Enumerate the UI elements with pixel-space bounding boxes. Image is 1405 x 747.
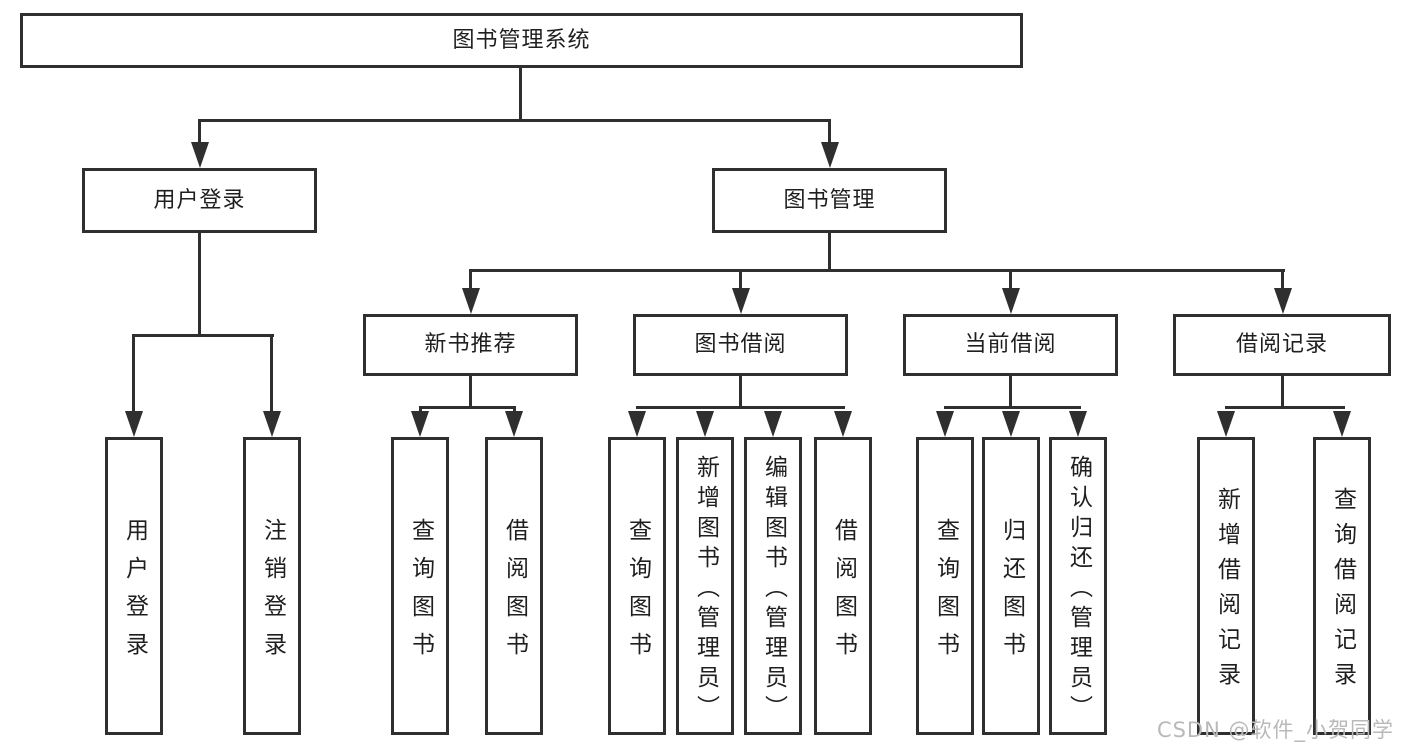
arrow-down-icon — [191, 142, 209, 168]
connector-line — [739, 376, 742, 409]
connector-line — [419, 406, 516, 409]
leaf-return-books: 归还图书 — [982, 437, 1040, 735]
leaf-edit-books-admin: 编辑图书（管理员） — [744, 437, 802, 735]
leaf-query-books-recommend: 查询图书 — [391, 437, 449, 735]
arrow-down-icon — [462, 288, 480, 314]
connector-line — [198, 233, 201, 337]
connector-line — [419, 406, 422, 413]
arrow-down-icon — [732, 288, 750, 314]
connector-line — [828, 119, 831, 142]
connector-line — [1281, 376, 1284, 409]
connector-line — [132, 334, 135, 411]
connector-line — [198, 119, 831, 122]
connector-line — [469, 269, 1285, 272]
connector-line — [519, 66, 522, 120]
arrow-down-icon — [936, 411, 954, 437]
arrow-down-icon — [125, 411, 143, 437]
arrow-down-icon — [1274, 288, 1292, 314]
arrow-down-icon — [696, 411, 714, 437]
leaf-borrow-books-borrowing-label: 借阅图书 — [830, 517, 857, 670]
leaf-query-books-borrowing: 查询图书 — [608, 437, 666, 735]
leaf-query-borrow-record: 查询借阅记录 — [1313, 437, 1371, 735]
node-library-system: 图书管理系统 — [20, 13, 1023, 68]
leaf-query-books-current: 查询图书 — [916, 437, 974, 735]
connector-line — [270, 334, 273, 411]
arrow-down-icon — [411, 411, 429, 437]
node-book-management: 图书管理 — [712, 168, 947, 233]
arrow-down-icon — [1333, 411, 1351, 437]
csdn-watermark: CSDN @软件_小贺同学 — [1156, 718, 1394, 742]
connector-line — [133, 334, 274, 337]
connector-line — [198, 119, 201, 142]
node-current-borrowing: 当前借阅 — [903, 314, 1118, 376]
leaf-query-books-borrowing-label: 查询图书 — [624, 517, 651, 670]
connector-line — [513, 406, 516, 413]
leaf-edit-books-admin-label: 编辑图书（管理员） — [760, 454, 787, 725]
leaf-confirm-return-admin-label: 确认归还（管理员） — [1065, 454, 1092, 725]
leaf-add-books-admin-label: 新增图书（管理员） — [692, 454, 719, 725]
node-user-login: 用户登录 — [82, 168, 317, 233]
connector-line — [944, 406, 1081, 409]
arrow-down-icon — [628, 411, 646, 437]
arrow-down-icon — [1217, 411, 1235, 437]
arrow-down-icon — [1002, 288, 1020, 314]
arrow-down-icon — [821, 142, 839, 168]
leaf-user-login: 用户登录 — [105, 437, 163, 735]
leaf-borrow-books-recommend: 借阅图书 — [485, 437, 543, 735]
arrow-down-icon — [1002, 411, 1020, 437]
leaf-add-borrow-record-label: 新增借阅记录 — [1213, 487, 1240, 697]
leaf-query-books-recommend-label: 查询图书 — [407, 517, 434, 670]
node-book-borrowing: 图书借阅 — [633, 314, 848, 376]
leaf-borrow-books-recommend-label: 借阅图书 — [501, 517, 528, 670]
connector-line — [1009, 269, 1012, 288]
connector-line — [636, 406, 845, 409]
leaf-user-login-label: 用户登录 — [121, 517, 148, 670]
leaf-confirm-return-admin: 确认归还（管理员） — [1049, 437, 1107, 735]
arrow-down-icon — [764, 411, 782, 437]
connector-line — [1009, 376, 1012, 409]
arrow-down-icon — [834, 411, 852, 437]
leaf-add-borrow-record: 新增借阅记录 — [1197, 437, 1255, 735]
node-new-book-recommendation: 新书推荐 — [363, 314, 578, 376]
leaf-add-books-admin: 新增图书（管理员） — [676, 437, 734, 735]
leaf-borrow-books-borrowing: 借阅图书 — [814, 437, 872, 735]
arrow-down-icon — [263, 411, 281, 437]
leaf-query-books-current-label: 查询图书 — [932, 517, 959, 670]
leaf-return-books-label: 归还图书 — [998, 517, 1025, 670]
connector-line — [469, 376, 472, 409]
arrow-down-icon — [505, 411, 523, 437]
node-borrowing-records: 借阅记录 — [1173, 314, 1391, 376]
connector-line — [1225, 406, 1345, 409]
leaf-query-borrow-record-label: 查询借阅记录 — [1329, 487, 1356, 697]
connector-line — [828, 233, 831, 272]
arrow-down-icon — [1069, 411, 1087, 437]
connector-line — [469, 269, 472, 288]
connector-line — [739, 269, 742, 288]
leaf-logout: 注销登录 — [243, 437, 301, 735]
leaf-logout-label: 注销登录 — [259, 517, 286, 670]
connector-line — [1281, 269, 1284, 288]
